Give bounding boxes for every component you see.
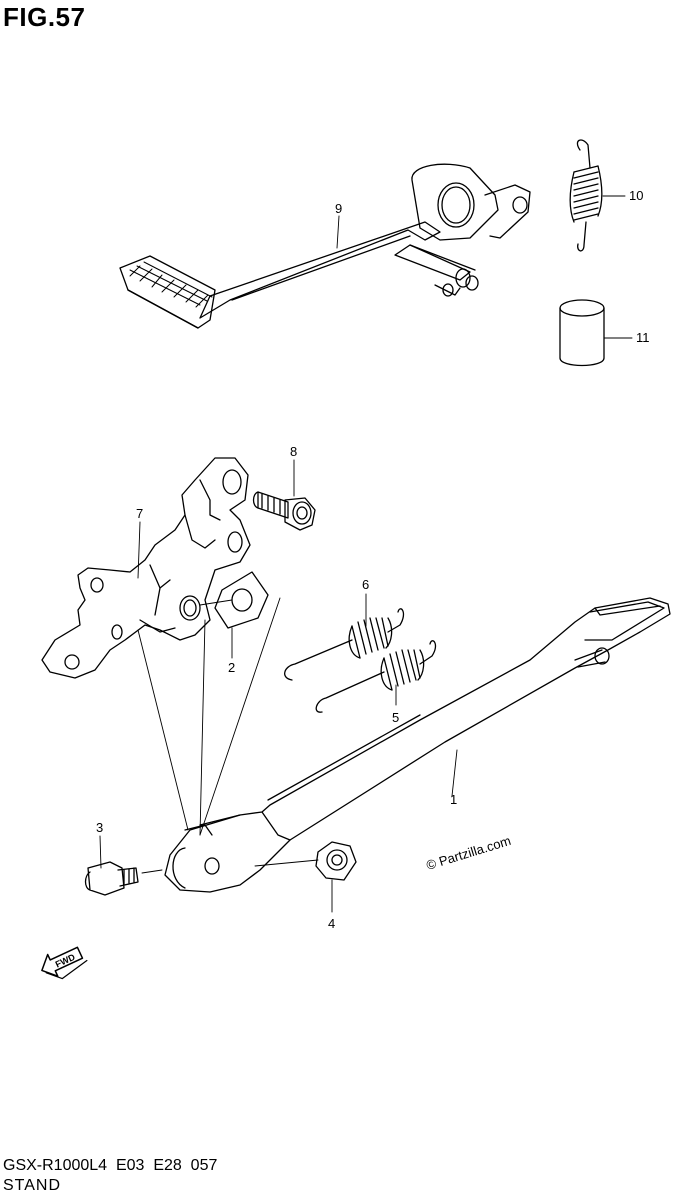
watermark: © Partzilla.com (424, 833, 512, 873)
part-2-washer[interactable] (214, 571, 269, 629)
part-9-gearshift-lever[interactable] (119, 163, 531, 329)
callout-5: 5 (392, 710, 399, 725)
callout-4: 4 (328, 916, 335, 931)
assembly-guide-lines (137, 597, 319, 874)
callout-2: 2 (228, 660, 235, 675)
part-8-bracket-bolt[interactable] (252, 491, 316, 531)
part-6-spring[interactable] (284, 608, 405, 681)
part-10-spring[interactable] (569, 139, 603, 252)
callout-7: 7 (136, 506, 143, 521)
callout-6: 6 (362, 577, 369, 592)
figure-name: STAND (3, 1177, 62, 1194)
part-11-bushing[interactable] (559, 299, 605, 367)
figure-title: FIG.57 (3, 2, 86, 32)
callout-3: 3 (96, 820, 103, 835)
callout-1: 1 (450, 792, 457, 807)
figure-code: GSX-R1000L4 E03 E28 057 (3, 1157, 218, 1174)
part-4-nut[interactable] (315, 841, 357, 881)
part-3-stand-bolt[interactable] (84, 861, 139, 896)
part-5-spring[interactable] (315, 640, 437, 713)
part-7-stand-bracket[interactable] (41, 457, 251, 679)
callout-10: 10 (629, 188, 643, 203)
callout-9: 9 (335, 201, 342, 216)
part-1-side-stand[interactable] (164, 597, 671, 893)
leader-lines (99, 195, 633, 913)
callout-11: 11 (636, 330, 650, 345)
callout-labels: 1 2 3 4 5 6 7 8 9 10 11 (96, 188, 650, 931)
callout-8: 8 (290, 444, 297, 459)
fwd-arrow-icon: FWD (41, 946, 88, 980)
